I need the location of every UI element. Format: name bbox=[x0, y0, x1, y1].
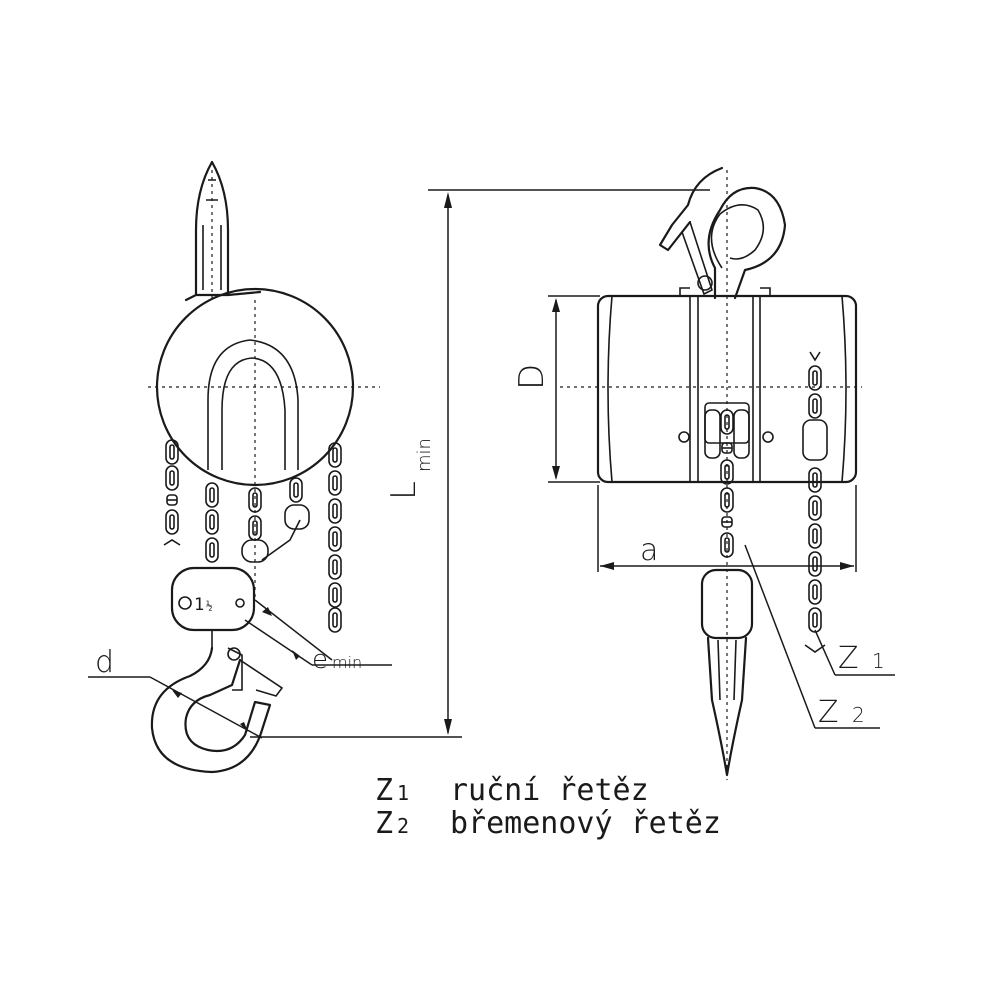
block-mark-main: 1 bbox=[194, 595, 204, 615]
label-d: d bbox=[95, 645, 114, 680]
front-top-hook bbox=[658, 166, 787, 300]
dim-l-min bbox=[250, 189, 710, 738]
front-housing bbox=[596, 287, 858, 484]
dim-a bbox=[597, 485, 857, 572]
block-mark-frac: ½ bbox=[206, 599, 213, 612]
legend-z2-sub: 2 bbox=[397, 814, 409, 838]
legend-z1-sub: 1 bbox=[397, 781, 409, 805]
label-z2: Z bbox=[818, 695, 839, 730]
label-a: a bbox=[640, 533, 658, 568]
leader-z1 bbox=[814, 629, 895, 676]
side-view: 1 ½ e min d bbox=[88, 160, 392, 774]
dim-e-min bbox=[244, 599, 392, 666]
side-chain-loop bbox=[241, 477, 310, 563]
legend-z1-symbol: Z bbox=[375, 773, 393, 808]
label-z1: Z bbox=[838, 641, 859, 676]
legend-item-z1: Z 1 ruční řetěz bbox=[375, 773, 649, 808]
label-D: D bbox=[512, 364, 552, 390]
label-e-min: min bbox=[332, 653, 362, 672]
front-view: D a Z 1 Z 2 bbox=[512, 166, 895, 780]
legend-z2-symbol: Z bbox=[375, 806, 393, 841]
side-chain-mid1 bbox=[205, 482, 219, 563]
legend-z2-text: břemenový řetěz bbox=[450, 806, 721, 841]
side-top-hook bbox=[184, 160, 262, 302]
label-l: L bbox=[384, 481, 424, 500]
dim-d bbox=[88, 676, 263, 739]
label-l-min: min bbox=[414, 438, 435, 472]
side-bottom-hook bbox=[150, 646, 284, 774]
side-chain-right bbox=[328, 442, 342, 633]
dim-D bbox=[548, 295, 600, 483]
legend-z1-text: ruční řetěz bbox=[450, 773, 649, 808]
leader-z2 bbox=[744, 544, 880, 729]
label-e: e bbox=[312, 645, 328, 675]
front-bottom-hook bbox=[700, 568, 754, 777]
legend-item-z2: Z 2 břemenový řetěz bbox=[375, 806, 721, 841]
side-bottom-block: 1 ½ bbox=[170, 566, 256, 650]
front-load-chain bbox=[704, 409, 750, 558]
label-z2-sub: 2 bbox=[852, 703, 865, 727]
label-z1-sub: 1 bbox=[872, 649, 885, 673]
side-chain-left bbox=[163, 439, 181, 546]
legend: Z 1 ruční řetěz Z 2 břemenový řetěz bbox=[375, 773, 721, 841]
front-hand-chain bbox=[802, 351, 828, 653]
